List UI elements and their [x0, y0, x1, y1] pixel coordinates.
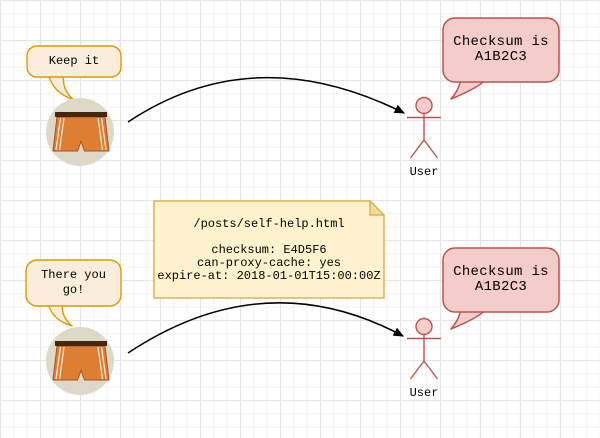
bubble-label: Checksum is A1B2C3 — [453, 264, 549, 295]
speech-bubble-there-you-go — [25, 259, 122, 327]
bubble-tail — [47, 302, 73, 327]
note-title: /posts/self-help.html — [193, 217, 345, 231]
bubble-text-there-you-go: There you go! — [26, 260, 121, 306]
folded-corner-icon — [369, 200, 385, 216]
cache-to-user-arrow-top — [127, 76, 406, 123]
note-line: expire-at: 2018-01-01T15:00:00Z — [157, 269, 381, 283]
cache-node-top — [45, 97, 115, 167]
note-line: can-proxy-cache: yes — [196, 256, 342, 270]
user-actor-bottom — [406, 317, 442, 380]
speech-bubble-checksum-top — [442, 17, 560, 100]
bubble-tail — [450, 308, 488, 330]
bubble-tail — [450, 78, 488, 100]
user-label-bottom: User — [409, 386, 439, 400]
bubble-label: Checksum is A1B2C3 — [453, 34, 549, 65]
bubble-label: There you go! — [41, 268, 106, 297]
bubble-text-checksum-top: Checksum is A1B2C3 — [443, 18, 559, 82]
speech-bubble-checksum-bottom — [442, 247, 560, 330]
bubble-label: Keep it — [48, 54, 100, 68]
bubble-text-keep-it: Keep it — [27, 46, 121, 77]
cache-to-user-arrow-bottom — [127, 302, 405, 354]
user-actor-top — [406, 96, 442, 159]
bubble-text-checksum-bottom: Checksum is A1B2C3 — [443, 248, 559, 312]
note-line: checksum: E4D5F6 — [211, 243, 327, 257]
note-shape — [153, 200, 385, 299]
user-label-top: User — [409, 165, 439, 179]
speech-bubble-keep-it — [26, 45, 122, 101]
cache-node-bottom — [45, 326, 115, 396]
note-text: /posts/self-help.html checksum: E4D5F6 c… — [154, 201, 384, 298]
